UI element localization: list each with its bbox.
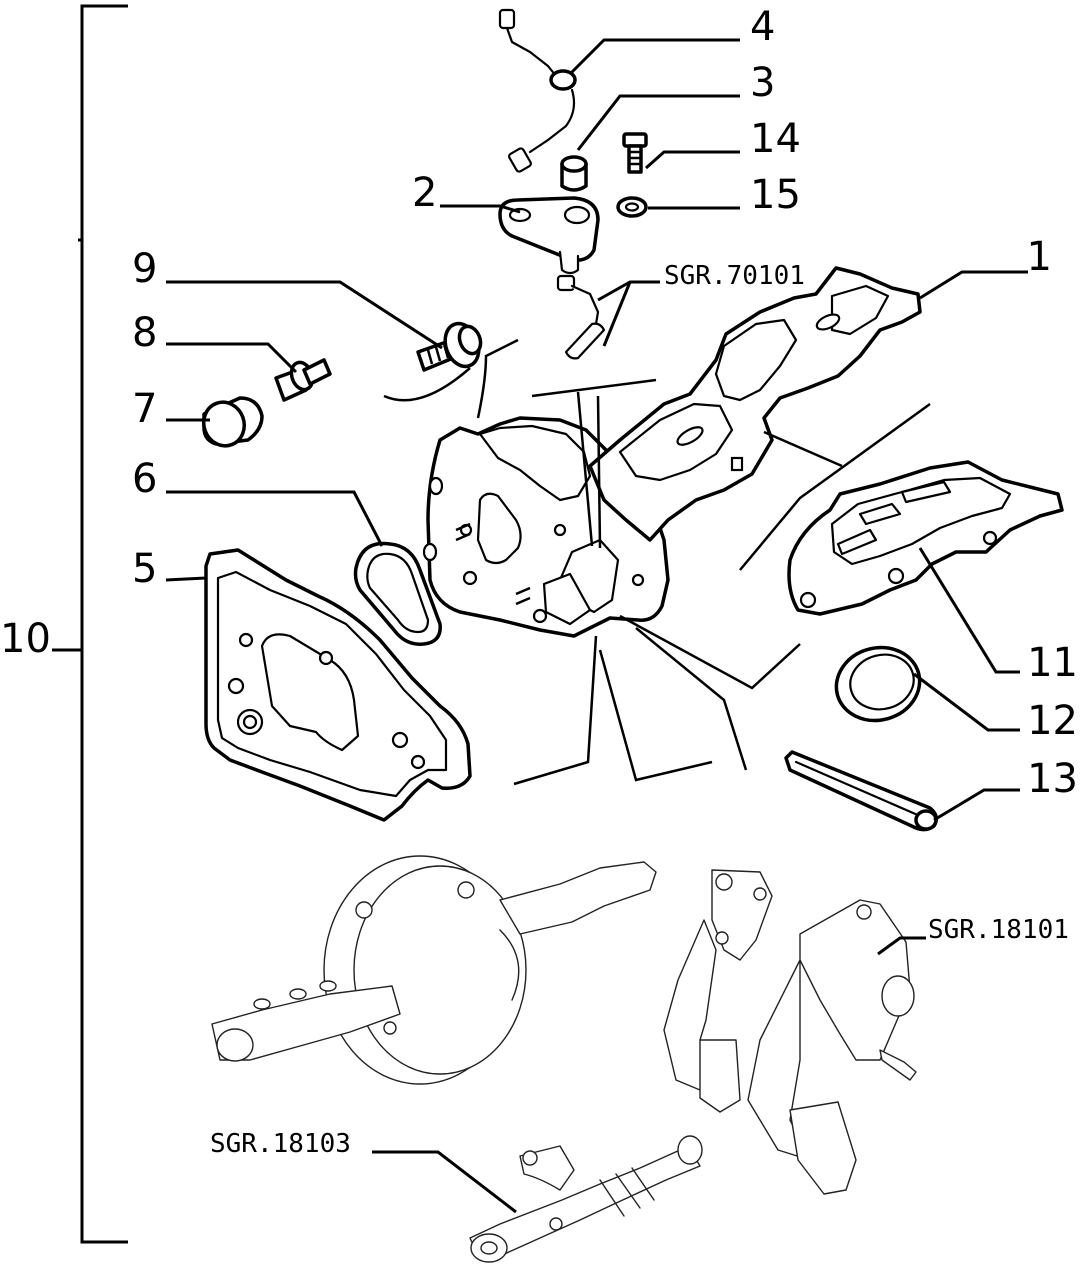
reference-labels: SGR.70101 SGR.18101 SGR.18103 (210, 261, 1069, 1159)
callout-3: 3 (750, 60, 775, 106)
part-11-cover (787, 460, 1064, 616)
callout-13: 13 (1027, 756, 1078, 802)
callout-2: 2 (412, 170, 437, 216)
part-12-cap (834, 645, 922, 723)
brake-pedal-ghost (747, 899, 917, 1195)
callout-8: 8 (132, 310, 157, 356)
callout-1: 1 (1027, 234, 1052, 280)
part-2-lever (498, 196, 600, 275)
callout-9: 9 (132, 246, 157, 292)
callout-12: 12 (1027, 698, 1078, 744)
clutch-pedal-ghost (663, 869, 773, 1113)
callout-6: 6 (132, 456, 157, 502)
callout-15: 15 (750, 172, 801, 218)
ref-sgr-18103: SGR.18103 (210, 1129, 351, 1159)
part-7-plug (202, 396, 264, 448)
callout-7: 7 (132, 386, 157, 432)
break-lines (383, 338, 931, 786)
part-13-rubber-strip (784, 750, 938, 832)
callout-14: 14 (750, 116, 801, 162)
part-6-seal (353, 541, 442, 646)
part-3-bush (560, 155, 588, 192)
part-14-bolt (622, 132, 648, 174)
clutch-master-cylinder-ghost (469, 1135, 703, 1263)
part-8-stud (274, 358, 332, 402)
callout-11: 11 (1027, 640, 1078, 686)
part-15-washer (616, 196, 648, 218)
leader-lines (165, 38, 1028, 1214)
ref-sgr-70101: SGR.70101 (664, 261, 805, 291)
ref-sgr-18101: SGR.18101 (928, 915, 1069, 945)
assembly-bracket (52, 4, 128, 1244)
callout-4: 4 (750, 4, 775, 50)
part-1-support-bracket (588, 266, 922, 542)
sgr-70101-connector (556, 274, 606, 360)
callout-10: 10 (0, 616, 51, 662)
callout-labels: 1 2 3 4 5 6 7 8 9 10 11 12 13 14 15 (0, 4, 1078, 802)
part-9-flange-bolt (416, 321, 483, 372)
part-5-gasket-plate (204, 548, 472, 822)
callout-5: 5 (132, 546, 157, 592)
brake-booster-ghost (211, 855, 657, 1085)
part-4-sensor-cable (498, 8, 577, 173)
